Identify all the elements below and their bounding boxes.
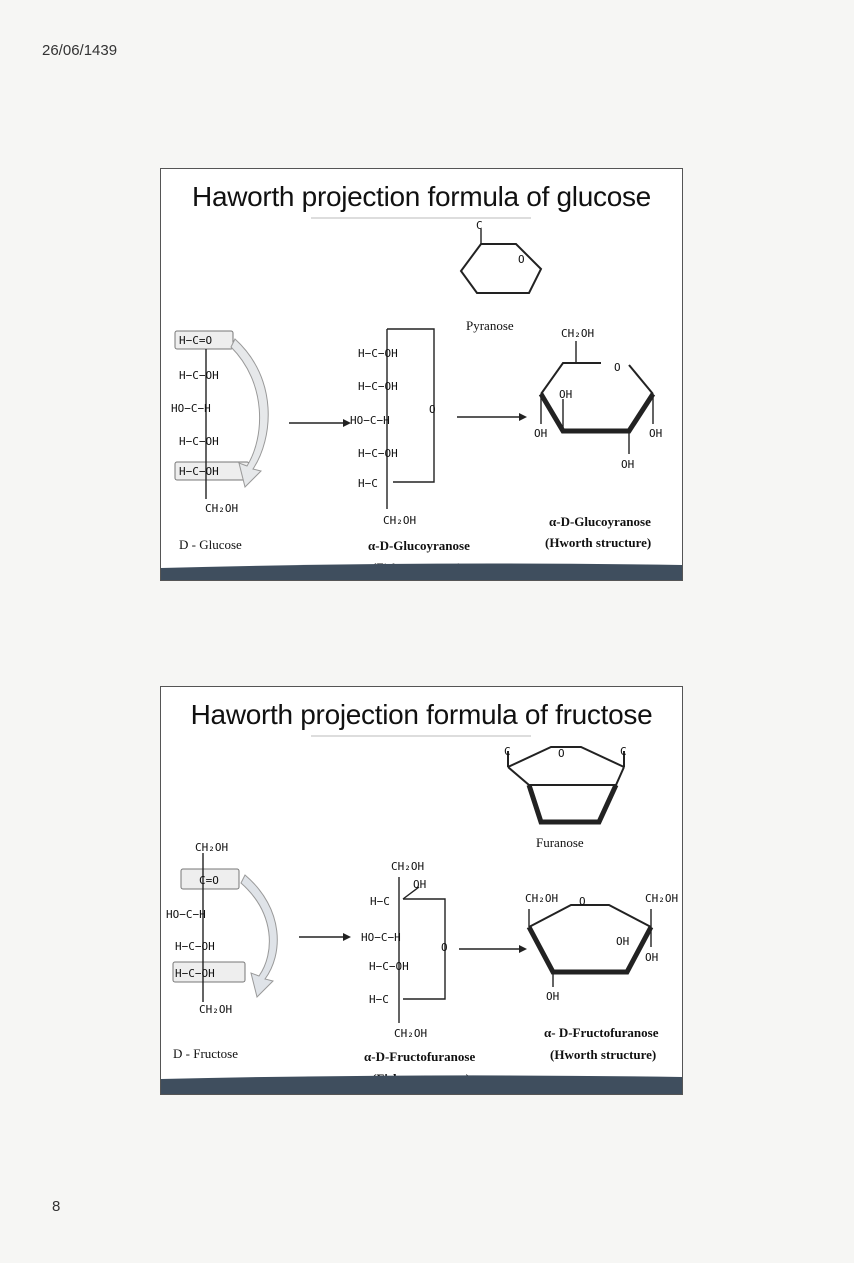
d-glucose-caption: D - Glucose xyxy=(179,537,242,552)
d-fructose-row-1: CH₂OH xyxy=(195,841,228,854)
glucose-haworth-ch2oh: CH₂OH xyxy=(561,327,594,340)
glucose-fisher-row-1: H−C−OH xyxy=(358,347,398,360)
fructose-haworth-oh-inner: OH xyxy=(616,935,629,948)
pyranose-c-label: C xyxy=(476,219,483,232)
furanose-c-left: C xyxy=(504,745,511,758)
d-glucose-row-2: H−C−OH xyxy=(179,369,219,382)
glucose-fisher-caption-1: α-D-Glucoyranose xyxy=(368,538,470,553)
glucose-fisher-row-3: HO−C−H xyxy=(350,414,390,427)
glucose-fisher-row-6: CH₂OH xyxy=(383,514,416,527)
fructose-haworth-caption-1: α- D-Fructofuranose xyxy=(544,1025,659,1040)
furanose-label: Furanose xyxy=(536,835,584,850)
fructose-haworth-caption-2: (Hworth structure) xyxy=(550,1047,656,1062)
fructose-fisher-caption-1: α-D-Fructofuranose xyxy=(364,1049,475,1064)
fructose-diagram: C O C Furanose CH₂OH C=O HO−C−H H−C−OH H… xyxy=(161,735,682,1094)
glucose-haworth-structure: CH₂OH O OH OH OH OH α-D-Glucoyranose (Hw… xyxy=(534,327,662,550)
glucose-fisher-row-4: H−C−OH xyxy=(358,447,398,460)
glucose-slide-title: Haworth projection formula of glucose xyxy=(192,181,651,212)
glucose-haworth-caption-1: α-D-Glucoyranose xyxy=(549,514,651,529)
fructose-haworth-oh-right: OH xyxy=(645,951,658,964)
fructose-fisher-row-1: CH₂OH xyxy=(391,860,424,873)
furanose-o: O xyxy=(558,747,565,760)
glucose-haworth-oh-left: OH xyxy=(534,427,547,440)
d-fructose-structure: CH₂OH C=O HO−C−H H−C−OH H−C−OH CH₂OH D -… xyxy=(166,841,278,1061)
d-glucose-structure: H−C=O H−C−OH HO−C−H H−C−OH H−C−OH CH₂OH … xyxy=(171,330,269,552)
d-glucose-row-6: CH₂OH xyxy=(205,502,238,515)
fructose-haworth-ch2oh-right: CH₂OH xyxy=(645,892,678,905)
d-glucose-row-5: H−C−OH xyxy=(179,465,219,478)
pyranose-ring: C O Pyranose xyxy=(459,219,543,333)
glucose-fisher-structure: H−C−OH H−C−OH HO−C−H H−C−OH H−C CH₂OH O … xyxy=(350,328,470,575)
fructose-fisher-row-6: H−C xyxy=(369,993,389,1006)
fructose-haworth-ch2oh-left: CH₂OH xyxy=(525,892,558,905)
glucose-fisher-row-2: H−C−OH xyxy=(358,380,398,393)
d-fructose-row-5: H−C−OH xyxy=(175,967,215,980)
glucose-haworth-o: O xyxy=(614,361,621,374)
fructose-haworth-o: O xyxy=(579,895,586,908)
fructose-slide: Haworth projection formula of fructose C… xyxy=(160,686,683,1095)
d-fructose-row-6: CH₂OH xyxy=(199,1003,232,1016)
d-glucose-row-3: HO−C−H xyxy=(171,402,211,415)
glucose-diagram: C O Pyranose H−C=O H−C−OH HO−C−H H−C−OH … xyxy=(161,217,682,580)
fructose-fisher-row-4: HO−C−H xyxy=(361,931,401,944)
fructose-fisher-row-3: H−C xyxy=(370,895,390,908)
glucose-haworth-oh-inner: OH xyxy=(559,388,572,401)
fructose-fisher-ring-o: O xyxy=(441,941,448,954)
pyranose-o-label: O xyxy=(518,253,525,266)
fructose-fisher-row-2: OH xyxy=(413,878,426,891)
d-fructose-caption: D - Fructose xyxy=(173,1046,238,1061)
d-fructose-row-2: C=O xyxy=(199,874,219,887)
glucose-fisher-row-5: H−C xyxy=(358,477,378,490)
fructose-slide-title: Haworth projection formula of fructose xyxy=(190,699,653,730)
page-number: 8 xyxy=(52,1198,61,1215)
fructose-fisher-structure: CH₂OH OH H−C HO−C−H H−C−OH H−C CH₂OH O α… xyxy=(361,860,475,1086)
d-fructose-row-3: HO−C−H xyxy=(166,908,206,921)
fructose-fisher-row-5: H−C−OH xyxy=(369,960,409,973)
d-glucose-row-1: H−C=O xyxy=(179,334,212,347)
pyranose-label: Pyranose xyxy=(466,318,514,333)
glucose-haworth-oh-bottom: OH xyxy=(621,458,634,471)
fructose-haworth-structure: CH₂OH O CH₂OH OH OH OH α- D-Fructofurano… xyxy=(525,892,678,1062)
page-date: 26/06/1439 xyxy=(42,42,118,59)
d-fructose-row-4: H−C−OH xyxy=(175,940,215,953)
furanose-c-right: C xyxy=(620,745,627,758)
fructose-fisher-row-7: CH₂OH xyxy=(394,1027,427,1040)
furanose-ring: C O C Furanose xyxy=(504,745,627,850)
glucose-haworth-caption-2: (Hworth structure) xyxy=(545,535,651,550)
glucose-slide: Haworth projection formula of glucose C … xyxy=(160,168,683,581)
glucose-fisher-ring-o: O xyxy=(429,403,436,416)
d-glucose-row-4: H−C−OH xyxy=(179,435,219,448)
fructose-haworth-oh-bottom: OH xyxy=(546,990,559,1003)
glucose-haworth-oh-right: OH xyxy=(649,427,662,440)
